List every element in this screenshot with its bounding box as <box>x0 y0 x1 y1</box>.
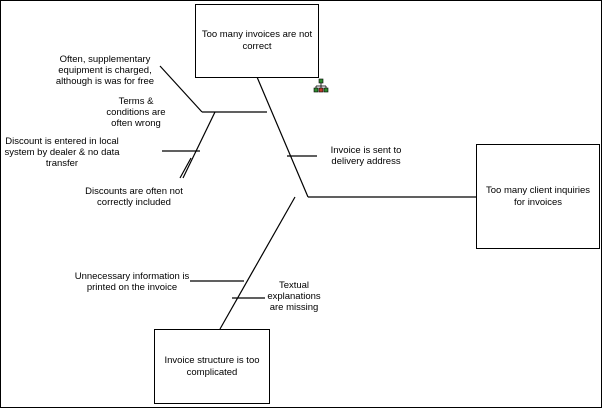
cause-box-complicated-structure: Invoice structure is too complicated <box>154 329 270 404</box>
label-discount-local-system: Discount is entered in local system by d… <box>4 136 120 169</box>
label-delivery-address: Invoice is sent to delivery address <box>330 145 402 167</box>
cause-box-incorrect-invoices: Too many invoices are not correct <box>195 4 319 78</box>
supplementary-bone-line <box>159 65 203 113</box>
upper-bone-line <box>256 76 309 198</box>
org-chart-icon <box>313 78 329 93</box>
effect-box: Too many client inquiries for invoices <box>476 144 600 249</box>
label-unnecessary-information: Unnecessary information is printed on th… <box>74 271 190 293</box>
label-supplementary-equipment: Often, supplementary equipment is charge… <box>55 54 155 87</box>
label-terms-conditions: Terms & conditions are often wrong <box>106 96 166 129</box>
discounts-tail-line <box>179 157 192 179</box>
lower-bone-line <box>219 196 296 330</box>
cause-label-incorrect-invoices: Too many invoices are not correct <box>201 29 313 52</box>
cause-label-complicated-structure: Invoice structure is too complicated <box>164 354 260 378</box>
label-discounts-not-included: Discounts are often not correctly includ… <box>85 186 183 208</box>
label-textual-explanations: Textual explanations are missing <box>267 280 321 313</box>
branch-diagonal-line <box>182 111 216 179</box>
effect-label: Too many client inquiries for invoices <box>485 184 591 208</box>
